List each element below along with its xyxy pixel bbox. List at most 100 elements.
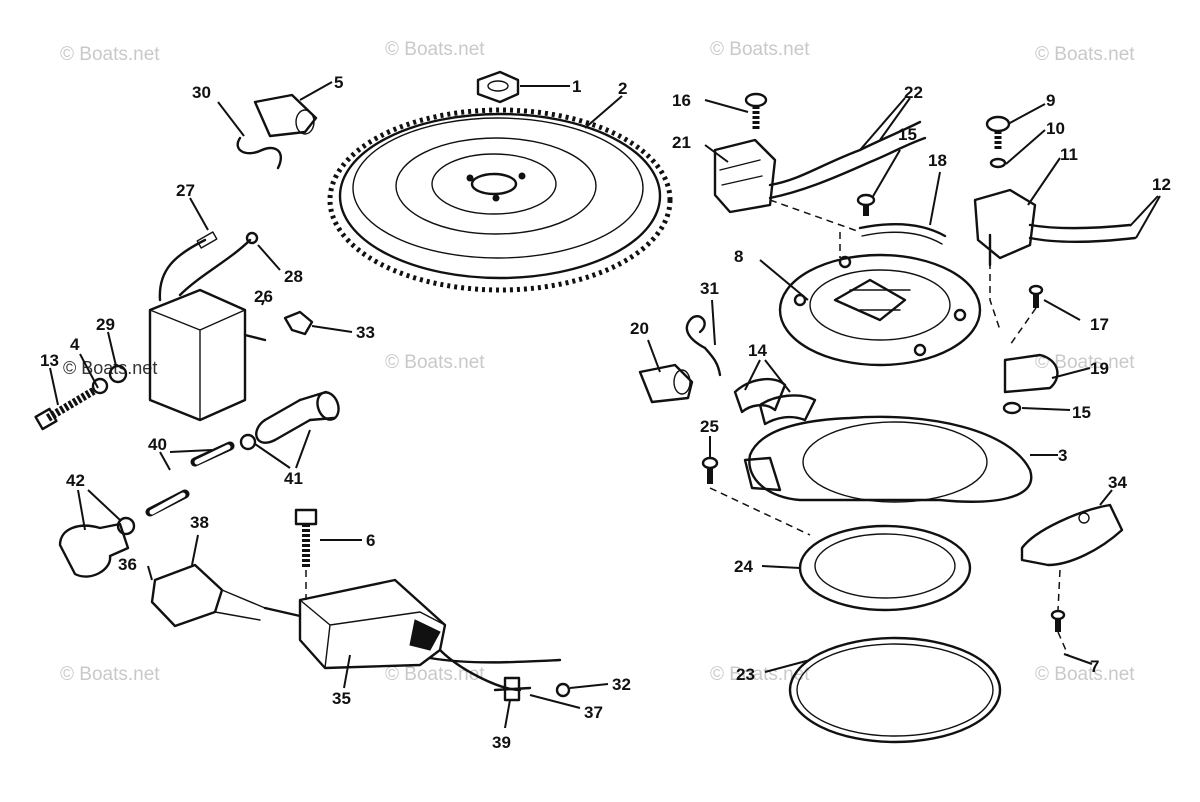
flywheel-nut xyxy=(476,70,520,104)
callout-26: 26 xyxy=(254,287,273,306)
flywheel-center-bore xyxy=(470,172,518,196)
callout-24: 24 xyxy=(734,557,753,576)
watermark-overprint: © Boats.net xyxy=(63,358,157,378)
screw-7 xyxy=(1050,609,1066,632)
flywheel-hole-3 xyxy=(492,194,500,202)
callout-14: 14 xyxy=(748,341,767,360)
watermark-9: © Boats.net xyxy=(710,664,810,685)
watermarks: © Boats.net © Boats.net © Boats.net © Bo… xyxy=(60,39,1135,685)
callout-29: 29 xyxy=(96,315,115,334)
callout-38: 38 xyxy=(190,513,209,532)
retainer-plate xyxy=(743,415,1033,503)
callout-35: 35 xyxy=(332,689,351,708)
screw-17 xyxy=(1028,284,1044,308)
callout-33: 33 xyxy=(356,323,375,342)
callout-18: 18 xyxy=(928,151,947,170)
watermark-4: © Boats.net xyxy=(1035,44,1135,65)
callout-39: 39 xyxy=(492,733,511,752)
elbow-hose xyxy=(255,390,340,444)
support-ring xyxy=(798,524,972,612)
watermark-5: © Boats.net xyxy=(385,352,485,373)
callout-5: 5 xyxy=(334,73,343,92)
callout-13: 13 xyxy=(40,351,59,370)
flywheel-hub-ring xyxy=(431,153,557,215)
washer-32 xyxy=(555,682,571,698)
watermark-3: © Boats.net xyxy=(710,39,810,60)
callout-30: 30 xyxy=(192,83,211,102)
sleeves-14 xyxy=(733,377,817,426)
flywheel-face xyxy=(352,117,644,259)
watermark-2: © Boats.net xyxy=(385,39,485,60)
callout-37: 37 xyxy=(584,703,603,722)
callout-21: 21 xyxy=(672,133,691,152)
hose-clamp xyxy=(239,433,257,451)
strap-18 xyxy=(858,222,947,245)
ignition-coil xyxy=(148,231,267,422)
washer-10 xyxy=(989,157,1007,169)
washer-29 xyxy=(108,364,128,384)
spark-plug-boot xyxy=(253,93,318,138)
screw-16 xyxy=(744,92,768,130)
screw-15-lower xyxy=(1002,401,1022,415)
connector-20 xyxy=(638,363,694,404)
wire-clamp xyxy=(283,310,314,336)
watermark-1: © Boats.net xyxy=(60,44,160,65)
callout-31: 31 xyxy=(700,279,719,298)
bracket-19 xyxy=(1003,353,1059,394)
connector-housing xyxy=(150,563,266,628)
callout-2: 2 xyxy=(618,79,627,98)
screw-6 xyxy=(294,508,318,568)
callout-27: 27 xyxy=(176,181,195,200)
callout-42: 42 xyxy=(66,471,85,490)
flywheel-hole-1 xyxy=(466,174,474,182)
watermark-10: © Boats.net xyxy=(1035,664,1135,685)
screw-15-upper xyxy=(856,193,876,216)
flywheel-inner-ring xyxy=(395,137,597,235)
alignment-lines xyxy=(305,199,1069,656)
screw-25 xyxy=(701,456,719,484)
watermark-7: © Boats.net xyxy=(60,664,160,685)
watermark-6: © Boats.net xyxy=(1035,352,1135,373)
retainer-ring xyxy=(788,636,1002,744)
flywheel-ring-gear xyxy=(327,107,673,293)
flywheel-hole-2 xyxy=(518,172,526,180)
timer-base xyxy=(778,253,982,367)
callout-36: 36 xyxy=(118,555,137,574)
callout-7: 7 xyxy=(1090,657,1099,676)
callout-1: 1 xyxy=(572,77,581,96)
callout-11: 11 xyxy=(1060,145,1078,164)
callout-8: 8 xyxy=(734,247,743,266)
power-pack xyxy=(263,578,562,692)
callout-15-upper: 15 xyxy=(898,125,917,144)
callout-22: 22 xyxy=(904,83,923,102)
spring-clip xyxy=(685,315,722,377)
callout-34: 34 xyxy=(1108,473,1127,492)
sensor-coil xyxy=(973,188,1137,267)
callout-19: 19 xyxy=(1090,359,1109,378)
callout-25: 25 xyxy=(700,417,719,436)
coil-bolt xyxy=(34,386,98,431)
washer-4 xyxy=(91,377,109,395)
flywheel-rim xyxy=(338,112,662,280)
leader-lines xyxy=(49,81,1161,729)
callout-32: 32 xyxy=(612,675,631,694)
callout-23: 23 xyxy=(736,665,755,684)
callout-3: 3 xyxy=(1058,446,1067,465)
bracket-34 xyxy=(1020,503,1124,567)
callout-15-lower: 15 xyxy=(1072,403,1091,422)
callout-17: 17 xyxy=(1090,315,1109,334)
callout-28: 28 xyxy=(284,267,303,286)
callout-16: 16 xyxy=(672,91,691,110)
ground-screw-39 xyxy=(493,676,532,702)
boot-elbow xyxy=(58,516,136,578)
callout-12: 12 xyxy=(1152,175,1171,194)
boot-clip xyxy=(236,136,283,170)
callouts: 1 2 3 4 5 6 7 8 9 10 11 12 13 14 15 15 1… xyxy=(40,73,1171,752)
callout-40: 40 xyxy=(148,435,167,454)
callout-9: 9 xyxy=(1046,91,1055,110)
callout-41: 41 xyxy=(284,469,303,488)
callout-20: 20 xyxy=(630,319,649,338)
screw-9 xyxy=(985,115,1011,150)
